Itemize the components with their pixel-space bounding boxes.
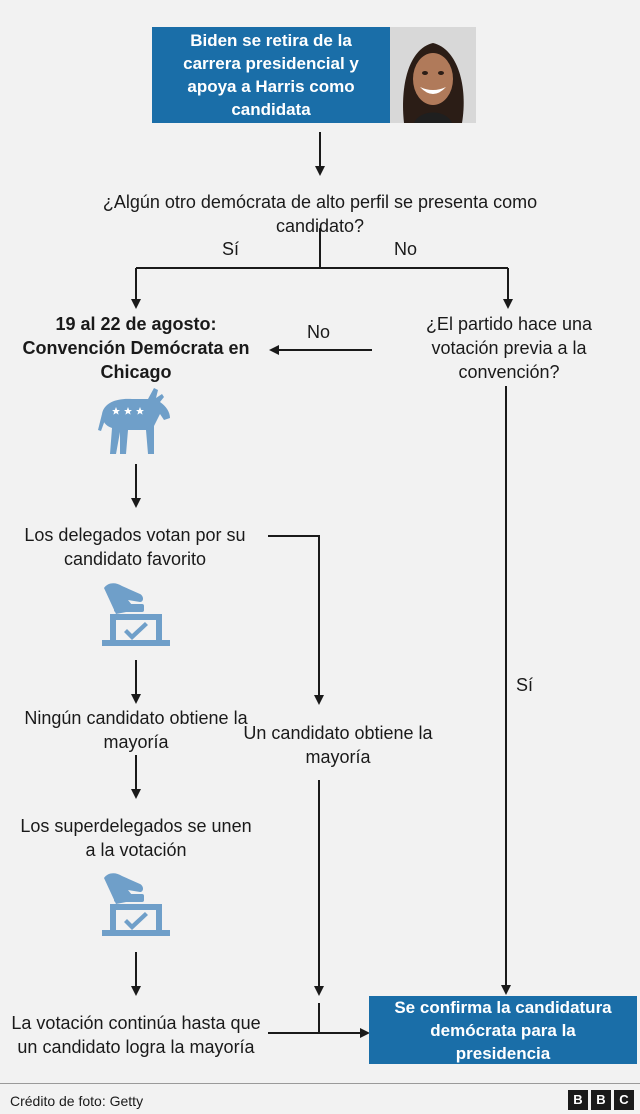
harris-photo <box>390 27 476 123</box>
footer-divider <box>0 1083 640 1084</box>
top-event-box: Biden se retira de la carrera presidenci… <box>152 27 390 123</box>
result-box: Se confirma la candidatura demócrata par… <box>369 996 637 1064</box>
donkey-icon <box>98 380 174 460</box>
ballot-box-icon-2 <box>96 870 176 940</box>
result-text: Se confirma la candidatura demócrata par… <box>394 997 612 1063</box>
continue-vote-text: La votación continúa hasta que un candid… <box>11 1013 261 1057</box>
convention-title: Convención Demócrata en Chicago <box>22 338 250 382</box>
arrow-delegates-to-majority <box>268 535 324 705</box>
label-no: No <box>394 239 418 259</box>
bbc-logo-letter: C <box>614 1090 634 1110</box>
portrait-image <box>390 27 476 123</box>
label-prevote-yes: Sí <box>516 675 534 695</box>
label-yes: Sí <box>222 239 240 259</box>
question-other-candidate: ¿Algún otro demócrata de alto perfil se … <box>102 192 538 236</box>
photo-credit: Crédito de foto: Getty <box>10 1093 144 1109</box>
ballot-box-icon <box>96 580 176 650</box>
question-prevote: ¿El partido hace una votación previa a l… <box>425 314 593 382</box>
superdelegates-text: Los superdelegados se unen a la votación <box>20 816 252 860</box>
top-event-text: Biden se retira de la carrera presidenci… <box>183 31 359 119</box>
convention-block: 19 al 22 de agosto: Convención Demócrata… <box>10 312 262 384</box>
delegates-vote-text: Los delegados votan por su candidato fav… <box>24 525 246 569</box>
no-majority-text: Ningún candidato obtiene la mayoría <box>24 708 248 752</box>
bbc-logo-letter: B <box>568 1090 588 1110</box>
bbc-logo-letter: B <box>591 1090 611 1110</box>
convention-date: 19 al 22 de agosto: <box>55 314 217 334</box>
bbc-logo: B B C <box>568 1090 634 1110</box>
label-prevote-no: No <box>307 322 331 342</box>
one-majority-text: Un candidato obtiene la mayoría <box>243 723 433 767</box>
